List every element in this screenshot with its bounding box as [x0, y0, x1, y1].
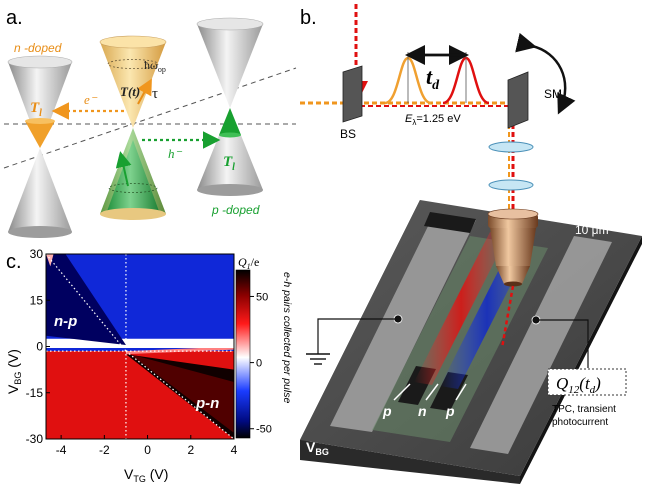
- scanning-mirror: [507, 71, 529, 129]
- x-axis-label: VTG (V): [124, 466, 168, 484]
- device-slab-front: [300, 440, 520, 484]
- focus-beam: [500, 285, 515, 349]
- q12-box: [547, 368, 627, 396]
- electron-label: e⁻: [84, 92, 98, 107]
- current-lead: [531, 315, 589, 368]
- mirror-rotation-arrow: [515, 32, 576, 115]
- p-right-label: p: [445, 403, 455, 419]
- top-gate-label: VTG: [535, 201, 557, 219]
- dotted-diagonal-upper: [46, 254, 127, 352]
- corner-light: [46, 254, 54, 267]
- fermi-tilt-line: [3, 67, 297, 169]
- lens-lower: [488, 179, 534, 191]
- panel-b: b. BS td Eλ=1.25 eV SM: [300, 4, 642, 484]
- colorbar-ticks: 50 0 -50: [250, 291, 272, 436]
- region-p-n-inner: [130, 354, 234, 433]
- right-dirac-cone: [196, 17, 264, 196]
- p-doped-label: p -doped: [211, 203, 260, 217]
- colorbar-label: e-h pairs collected per pulse: [281, 272, 293, 403]
- y-axis-label: VBG (V): [5, 349, 23, 394]
- dotted-diagonal-lower: [125, 350, 234, 439]
- region-label-n-p: n-p: [54, 313, 77, 330]
- beam-splitter-label: BS: [340, 127, 356, 141]
- hbar-omega-label: ħωop: [144, 58, 166, 74]
- panel-c-label: c.: [6, 251, 22, 273]
- y-tick-label: 30: [30, 247, 44, 261]
- red-strip: [414, 232, 508, 385]
- tau-label: τ: [152, 86, 158, 102]
- p-left-label: p: [382, 403, 392, 419]
- top-gate-pad: [424, 212, 476, 233]
- x-tick-label: 2: [187, 443, 194, 457]
- objective-lens: [487, 208, 539, 287]
- device-slab-right: [520, 236, 642, 484]
- x-tick-label: -2: [99, 443, 110, 457]
- y-tick-label: -15: [26, 386, 44, 400]
- tpc-label-line2: photocurrent: [552, 417, 608, 428]
- t-lattice-left: Tl: [30, 100, 42, 119]
- y-tick-label: 0: [36, 340, 43, 354]
- y-tick-label: -30: [26, 432, 44, 446]
- lens-upper: [488, 141, 534, 153]
- middle-dirac-cone: [99, 35, 167, 220]
- ground-symbol: [306, 314, 403, 365]
- beam-splitter: [342, 65, 363, 123]
- scanning-mirror-label: SM: [544, 87, 562, 101]
- delay-label: td: [426, 64, 440, 93]
- colorbar: [235, 269, 251, 439]
- n-doped-label: n -doped: [14, 41, 62, 55]
- colorbar-tick-label: 50: [256, 291, 268, 303]
- x-tick-label: 4: [231, 443, 238, 457]
- region-label-p-n: p-n: [195, 395, 219, 412]
- right-electrode: [470, 236, 612, 454]
- colorbar-title: Q1/e: [238, 255, 259, 271]
- x-tick-label: -4: [56, 443, 67, 457]
- energy-label: Eλ=1.25 eV: [405, 113, 461, 127]
- tpc-label-line1: TPC, transient: [552, 404, 616, 415]
- bottom-gate-label: VBG: [306, 439, 329, 457]
- panel-a-label: a.: [6, 7, 23, 29]
- heatmap: [46, 254, 234, 439]
- panel-c: c. -4 -2 0 2 4 30 15 0 -15 -30 n-p p-n VTG (V) VB…: [5, 247, 293, 484]
- axes-ticks: -4 -2 0 2 4 30 15 0 -15 -30: [26, 247, 238, 457]
- left-electrode: [330, 214, 476, 432]
- electron-temperature-label: T(t): [120, 84, 140, 99]
- colorbar-tick-label: 0: [256, 358, 262, 370]
- junction-labels: [393, 383, 467, 401]
- t-lattice-right: Tl: [223, 154, 235, 173]
- left-dirac-cone: [7, 55, 73, 238]
- colorbar-tick-label: -50: [256, 424, 272, 436]
- region-n-p: [46, 254, 126, 345]
- y-tick-label: 15: [30, 293, 44, 307]
- q12-label: Q12(td): [556, 374, 601, 396]
- n-mid-label: n: [418, 403, 427, 419]
- hole-label: h⁻: [168, 146, 183, 161]
- neutral-band: [46, 338, 234, 349]
- x-tick-label: 0: [144, 443, 151, 457]
- region-ridge: [125, 346, 234, 355]
- scale-bar-label: 10 μm: [575, 223, 609, 237]
- panel-b-label: b.: [300, 7, 317, 29]
- panel-a: a. n -doped Tl ħωop T(t): [3, 7, 297, 238]
